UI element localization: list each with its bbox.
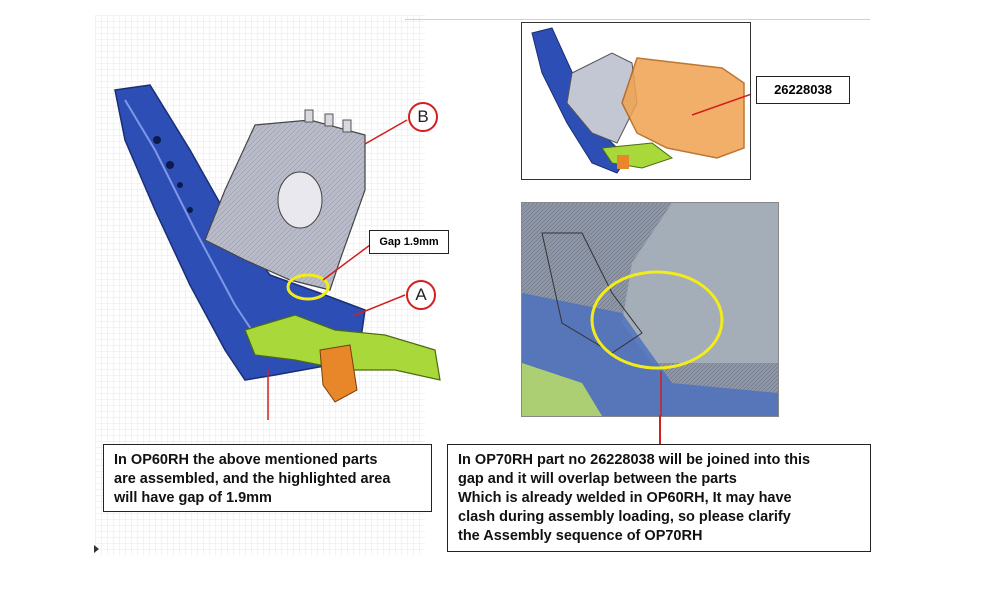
part-number-callout: 26228038 [756,76,850,104]
note-op70rh-line-5: the Assembly sequence of OP70RH [458,528,703,544]
zoom-detail-illustration [522,203,778,416]
zoom-leader-line [659,415,661,445]
slide-bullet-marker [94,545,99,553]
note-op70rh-line-4: clash during assembly loading, so please… [458,509,791,525]
note-op60rh-line-1: In OP60RH the above mentioned parts [114,452,378,468]
note-op70rh: In OP70RH part no 26228038 will be joine… [447,444,871,552]
marker-b: B [408,102,438,132]
divider-line [405,19,870,20]
note-op70rh-line-2: gap and it will overlap between the part… [458,471,737,487]
top-right-assembly-view [521,22,751,180]
note-op70rh-line-3: Which is already welded in OP60RH, It ma… [458,490,792,506]
gap-highlight-ellipse [286,273,330,301]
note-op70rh-line-1: In OP70RH part no 26228038 will be joine… [458,452,811,468]
note-op60rh-line-2: are assembled, and the highlighted area [114,471,391,487]
assembly-overview-illustration [531,27,750,174]
note-op60rh-line-3: will have gap of 1.9mm [114,490,272,506]
gap-callout: Gap 1.9mm [369,230,449,254]
overlap-highlight-ellipse [590,270,724,370]
orange-bracket-part [319,344,358,403]
marker-a: A [406,280,436,310]
note-op60rh: In OP60RH the above mentioned parts are … [103,444,432,512]
main-assembly-illustration [114,84,441,420]
zoom-detail-view [521,202,779,417]
